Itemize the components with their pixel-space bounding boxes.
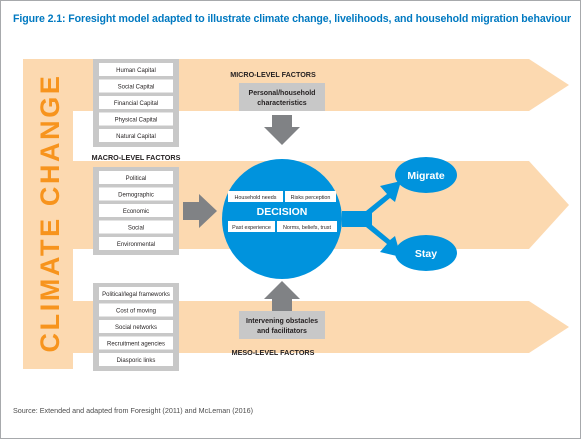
- micro-capital-item-box: [99, 96, 173, 109]
- micro-capital-item: Natural Capital: [116, 134, 156, 140]
- micro-capital-item: Financial Capital: [114, 101, 158, 107]
- macro-factor-item-box: [99, 171, 173, 184]
- decision-factor-item: Norms, beliefs, trust: [283, 225, 331, 231]
- meso-factor-item-box: [99, 320, 173, 333]
- macro-factors-list: PoliticalDemographicEconomicSocialEnviro…: [99, 171, 173, 250]
- macro-factor-item-box: [99, 204, 173, 217]
- fork-arrow: [342, 181, 401, 257]
- meso-factor-item-box: [99, 287, 173, 300]
- intervening-obstacles-line2: and facilitators: [257, 328, 307, 335]
- decision-factor-box: [285, 191, 336, 202]
- macro-level-heading: MACRO-LEVEL FACTORS: [92, 153, 181, 162]
- micro-level-heading: MICRO-LEVEL FACTORS: [230, 70, 316, 79]
- macro-factor-item-box: [99, 237, 173, 250]
- decision-factor-item: Past experience: [232, 225, 271, 231]
- decision-factor-item: Household needs: [235, 195, 277, 201]
- personal-household-line2: characteristics: [257, 100, 307, 107]
- stay-label: Stay: [415, 248, 437, 260]
- meso-factor-item: Social networks: [115, 325, 157, 331]
- personal-household-line1: Personal/household: [249, 90, 316, 97]
- micro-capital-item-box: [99, 112, 173, 126]
- arrow-up-to-decision: [264, 281, 300, 311]
- source-note: Source: Extended and adapted from Foresi…: [13, 406, 253, 415]
- arrow-right-to-decision: [183, 194, 217, 228]
- decision-factor-item: Risks perception: [291, 195, 331, 201]
- macro-factor-item: Economic: [123, 209, 149, 215]
- meso-factor-item-box: [99, 353, 173, 366]
- meso-factor-item: Diasporic links: [117, 358, 156, 364]
- intervening-obstacles-box: [239, 311, 325, 339]
- meso-factor-item: Cost of moving: [116, 308, 156, 314]
- meso-level-heading: MESO-LEVEL FACTORS: [232, 348, 315, 357]
- micro-capital-item: Physical Capital: [115, 117, 158, 123]
- macro-factor-item-box: [99, 220, 173, 234]
- decision-circle: [222, 159, 342, 279]
- figure-title: Figure 2.1: Foresight model adapted to i…: [13, 13, 572, 25]
- climate-change-label: CLIMATE CHANGE: [35, 74, 65, 353]
- intervening-obstacles-line1: Intervening obstacles: [246, 318, 318, 325]
- climate-change-band: [23, 59, 73, 369]
- micro-capital-item: Human Capital: [116, 68, 156, 74]
- meso-factor-item: Recruitment agencies: [107, 341, 165, 347]
- macro-factor-item: Social: [128, 225, 144, 231]
- migrate-label: Migrate: [407, 170, 445, 182]
- migrate-ellipse: [395, 157, 457, 193]
- macro-factor-item: Political: [126, 176, 147, 182]
- decision-factor-box: [228, 191, 283, 202]
- micro-capital-item-box: [99, 129, 173, 142]
- macro-factor-item: Demographic: [118, 192, 154, 198]
- decision-title: DECISION: [257, 206, 308, 218]
- arrow-down-to-decision: [264, 115, 300, 145]
- decision-factor-box: [228, 221, 275, 232]
- personal-household-box: [239, 83, 325, 111]
- micro-capital-item-box: [99, 63, 173, 76]
- macro-factor-item-box: [99, 187, 173, 201]
- stay-ellipse: [395, 235, 457, 271]
- meso-factor-item: Political/legal frameworks: [102, 292, 170, 298]
- micro-capital-item-box: [99, 79, 173, 93]
- meso-factor-item-box: [99, 303, 173, 317]
- meso-factor-item-box: [99, 336, 173, 350]
- micro-capital-item: Social Capital: [118, 84, 155, 90]
- macro-factor-item: Environmental: [117, 242, 155, 248]
- decision-factor-box: [277, 221, 337, 232]
